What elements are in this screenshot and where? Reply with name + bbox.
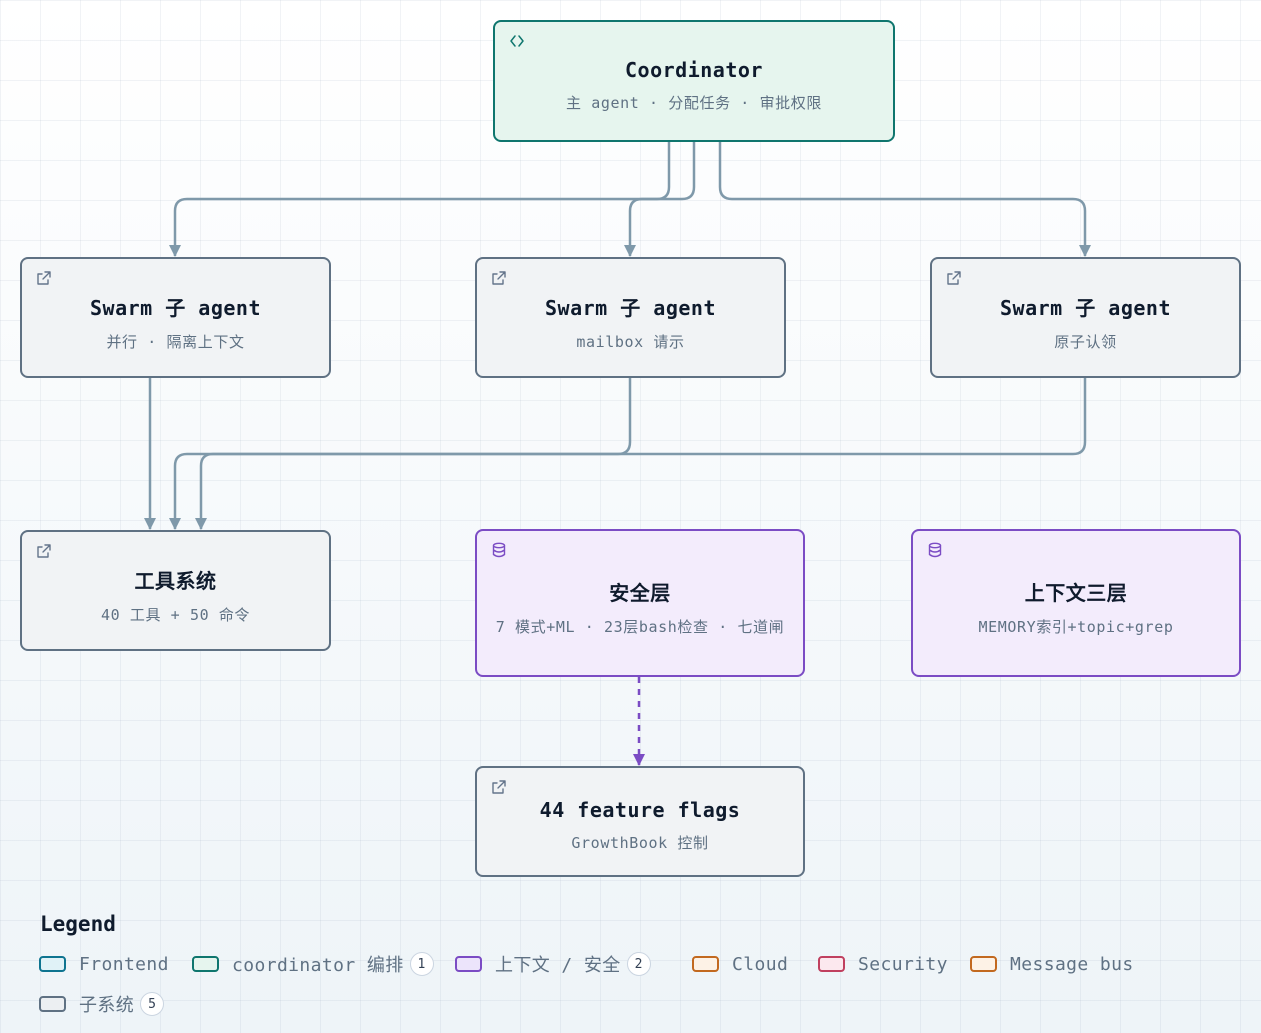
- swarm-agent-mid-node[interactable]: Swarm 子 agent mailbox 请示: [475, 257, 786, 378]
- tools-system-node[interactable]: 工具系统 40 工具 + 50 命令: [20, 530, 331, 651]
- swarm-agent-right-node[interactable]: Swarm 子 agent 原子认领: [930, 257, 1241, 378]
- swarm-mid-title: Swarm 子 agent: [545, 295, 716, 320]
- tools-subtitle: 40 工具 + 50 命令: [100, 605, 251, 624]
- feature-flags-node[interactable]: 44 feature flags GrowthBook 控制: [475, 766, 805, 877]
- swarm-right-subtitle: 原子认领: [1054, 332, 1117, 351]
- legend-swatch: [455, 956, 482, 972]
- legend-item: Message bus: [970, 952, 1134, 976]
- external-link-icon: [37, 544, 51, 558]
- security-subtitle: 7 模式+ML · 23层bash检查 · 七道闸: [495, 618, 785, 636]
- legend-label: Cloud: [732, 953, 789, 975]
- legend-label: Message bus: [1010, 953, 1134, 975]
- swarm-mid-subtitle: mailbox 请示: [576, 332, 685, 351]
- external-link-icon: [947, 271, 961, 285]
- external-link-icon: [492, 271, 506, 285]
- context-title: 上下文三层: [1024, 581, 1128, 605]
- legend-item: Frontend: [39, 952, 169, 976]
- legend-label: Security: [858, 953, 948, 975]
- code-brackets-icon: [510, 35, 524, 47]
- legend-count-badge: 2: [626, 952, 651, 976]
- legend-count-badge: 1: [409, 952, 434, 976]
- swarm-left-subtitle: 并行 · 隔离上下文: [106, 332, 245, 351]
- coordinator-subtitle: 主 agent · 分配任务 · 审批权限: [566, 93, 822, 112]
- security-title: 安全层: [609, 581, 671, 605]
- legend-swatch: [970, 956, 997, 972]
- external-link-icon: [37, 271, 51, 285]
- swarm-right-title: Swarm 子 agent: [1000, 295, 1171, 320]
- swarm-left-title: Swarm 子 agent: [90, 295, 261, 320]
- coordinator-node[interactable]: Coordinator 主 agent · 分配任务 · 审批权限: [493, 20, 895, 142]
- tools-title: 工具系统: [134, 568, 217, 593]
- legend-label: 上下文 / 安全: [495, 955, 621, 976]
- legend-swatch: [818, 956, 845, 972]
- legend-label: coordinator 编排: [232, 955, 404, 976]
- legend-label: 子系统: [79, 995, 135, 1016]
- flags-subtitle: GrowthBook 控制: [571, 834, 709, 852]
- database-icon: [492, 542, 506, 558]
- flags-title: 44 feature flags: [539, 798, 741, 822]
- legend-item: Cloud: [692, 952, 788, 976]
- edge-coordinator-to-swarm-right: [718, 142, 1091, 257]
- edge-swarm-right-to-tools: [195, 378, 1087, 530]
- edge-coordinator-to-swarm-left: [169, 142, 671, 257]
- edge-coordinator-to-swarm-mid: [624, 142, 696, 257]
- context-subtitle: MEMORY索引+topic+grep: [978, 618, 1174, 636]
- security-layer-node[interactable]: 安全层 7 模式+ML · 23层bash检查 · 七道闸: [475, 529, 805, 677]
- legend-item: Security: [818, 952, 948, 976]
- external-link-icon: [492, 780, 506, 794]
- legend-label: Frontend: [79, 953, 169, 975]
- context-layers-node[interactable]: 上下文三层 MEMORY索引+topic+grep: [911, 529, 1241, 677]
- legend-title: Legend: [40, 912, 116, 936]
- legend-count-badge: 5: [140, 992, 165, 1016]
- legend-swatch: [692, 956, 719, 972]
- coordinator-title: Coordinator: [625, 57, 763, 82]
- legend-swatch: [39, 956, 66, 972]
- swarm-agent-left-node[interactable]: Swarm 子 agent 并行 · 隔离上下文: [20, 257, 331, 378]
- legend-swatch: [192, 956, 219, 972]
- legend-swatch: [39, 996, 66, 1012]
- database-icon: [928, 542, 942, 558]
